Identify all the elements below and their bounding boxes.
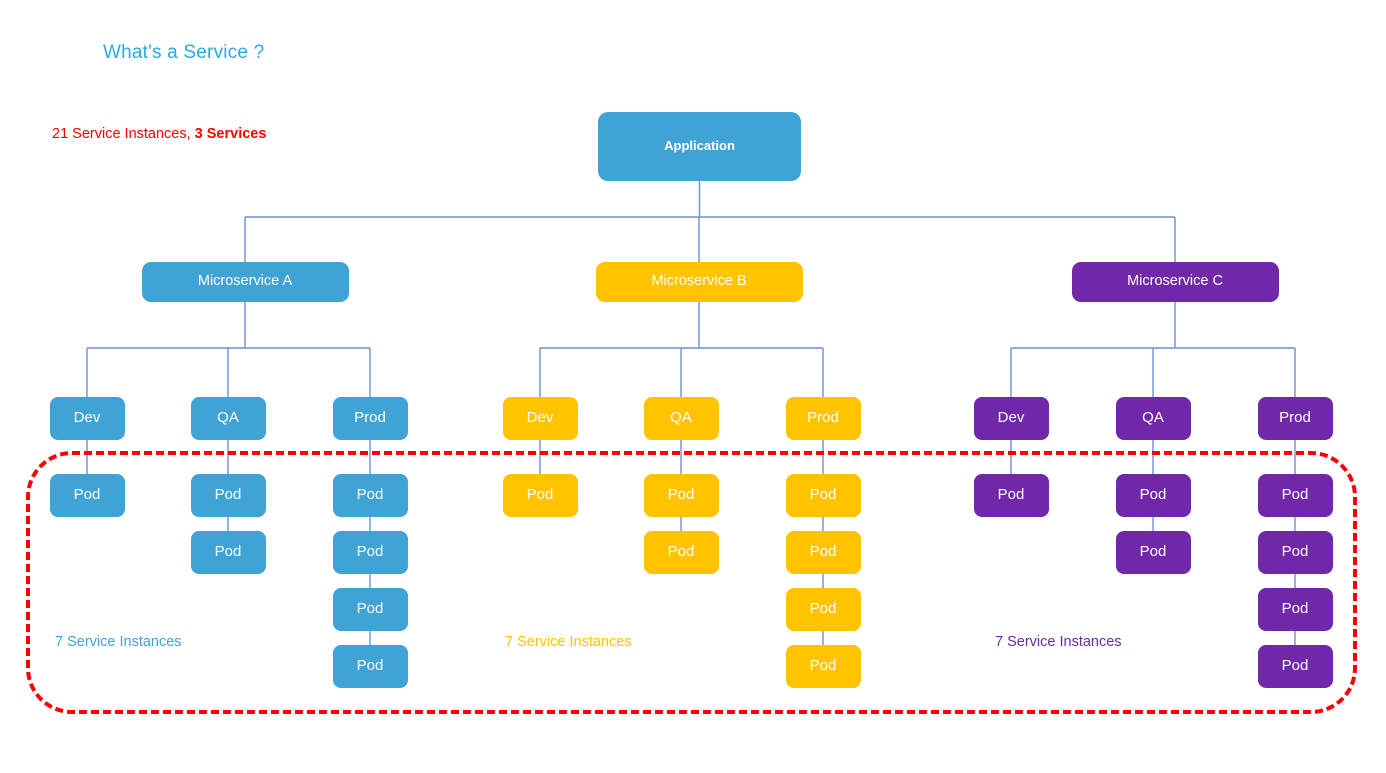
- environment-node-0-0[interactable]: Dev: [49, 397, 125, 440]
- microservice-node-0-label: Microservice A: [197, 273, 293, 290]
- environment-node-1-1[interactable]: QA: [643, 397, 719, 440]
- environment-node-1-2[interactable]: Prod: [785, 397, 861, 440]
- pod-node-0-0-0[interactable]: Pod: [49, 474, 125, 517]
- pod-node-1-2-3-label: Pod: [809, 657, 837, 675]
- pod-node-1-2-1-label: Pod: [809, 543, 837, 561]
- pod-node-2-2-1[interactable]: Pod: [1257, 531, 1333, 574]
- pod-node-1-2-0-label: Pod: [809, 486, 837, 504]
- pod-node-2-0-0-label: Pod: [997, 486, 1025, 504]
- page-title: What's a Service ?: [103, 42, 265, 63]
- pod-node-0-1-1-label: Pod: [214, 543, 242, 561]
- microservice-node-1-label: Microservice B: [651, 273, 747, 290]
- summary-strong: 3 Services: [194, 126, 267, 142]
- pod-node-1-2-0[interactable]: Pod: [785, 474, 861, 517]
- environment-node-0-1[interactable]: QA: [190, 397, 266, 440]
- pod-node-2-1-1[interactable]: Pod: [1115, 531, 1191, 574]
- pod-node-0-1-1[interactable]: Pod: [190, 531, 266, 574]
- environment-node-2-2-label: Prod: [1279, 409, 1311, 427]
- pod-node-2-2-0[interactable]: Pod: [1257, 474, 1333, 517]
- environment-node-0-1-label: QA: [217, 409, 239, 427]
- application-node[interactable]: Application: [598, 112, 801, 181]
- environment-node-0-0-label: Dev: [73, 409, 101, 427]
- pod-node-1-1-1[interactable]: Pod: [643, 531, 719, 574]
- pod-node-2-2-0-label: Pod: [1281, 486, 1309, 504]
- environment-node-1-1-label: QA: [670, 409, 692, 427]
- pod-node-0-0-0-label: Pod: [73, 486, 101, 504]
- pod-node-2-1-0-label: Pod: [1139, 486, 1167, 504]
- environment-node-0-2-label: Prod: [354, 409, 386, 427]
- pod-node-1-2-3[interactable]: Pod: [785, 645, 861, 688]
- pod-node-2-2-3-label: Pod: [1281, 657, 1309, 675]
- environment-node-2-0-label: Dev: [997, 409, 1025, 427]
- instances-label-1: 7 Service Instances: [505, 634, 632, 650]
- pod-node-0-2-2-label: Pod: [356, 600, 384, 618]
- environment-node-2-1[interactable]: QA: [1115, 397, 1191, 440]
- pod-node-0-2-0-label: Pod: [356, 486, 384, 504]
- pod-node-0-1-0[interactable]: Pod: [190, 474, 266, 517]
- environment-node-1-0-label: Dev: [526, 409, 554, 427]
- environment-node-0-2[interactable]: Prod: [332, 397, 408, 440]
- pod-node-0-1-0-label: Pod: [214, 486, 242, 504]
- pod-node-0-2-1[interactable]: Pod: [332, 531, 408, 574]
- microservice-node-1[interactable]: Microservice B: [595, 262, 803, 302]
- pod-node-1-0-0-label: Pod: [526, 486, 554, 504]
- instances-label-2: 7 Service Instances: [995, 634, 1122, 650]
- pod-node-0-2-2[interactable]: Pod: [332, 588, 408, 631]
- pod-node-1-0-0[interactable]: Pod: [502, 474, 578, 517]
- pod-node-0-2-3[interactable]: Pod: [332, 645, 408, 688]
- pod-node-0-2-3-label: Pod: [356, 657, 384, 675]
- microservice-node-2[interactable]: Microservice C: [1071, 262, 1279, 302]
- pod-node-2-2-2-label: Pod: [1281, 600, 1309, 618]
- environment-node-2-1-label: QA: [1142, 409, 1164, 427]
- pod-node-1-1-1-label: Pod: [667, 543, 695, 561]
- pod-node-2-2-1-label: Pod: [1281, 543, 1309, 561]
- pod-node-1-1-0-label: Pod: [667, 486, 695, 504]
- pod-node-2-2-3[interactable]: Pod: [1257, 645, 1333, 688]
- environment-node-1-2-label: Prod: [807, 409, 839, 427]
- microservice-node-2-label: Microservice C: [1127, 273, 1223, 290]
- pod-node-2-1-1-label: Pod: [1139, 543, 1167, 561]
- pod-node-2-2-2[interactable]: Pod: [1257, 588, 1333, 631]
- environment-node-2-2[interactable]: Prod: [1257, 397, 1333, 440]
- environment-node-1-0[interactable]: Dev: [502, 397, 578, 440]
- instances-label-0: 7 Service Instances: [55, 634, 182, 650]
- summary-text: 21 Service Instances, 3 Services: [52, 126, 266, 142]
- pod-node-2-1-0[interactable]: Pod: [1115, 474, 1191, 517]
- pod-node-2-0-0[interactable]: Pod: [973, 474, 1049, 517]
- pod-node-0-2-1-label: Pod: [356, 543, 384, 561]
- pod-node-1-2-2-label: Pod: [809, 600, 837, 618]
- application-node-label: Application: [664, 138, 735, 154]
- pod-node-1-1-0[interactable]: Pod: [643, 474, 719, 517]
- pod-node-1-2-2[interactable]: Pod: [785, 588, 861, 631]
- environment-node-2-0[interactable]: Dev: [973, 397, 1049, 440]
- microservice-node-0[interactable]: Microservice A: [141, 262, 349, 302]
- pod-node-1-2-1[interactable]: Pod: [785, 531, 861, 574]
- summary-prefix: 21 Service Instances,: [52, 126, 195, 142]
- pod-node-0-2-0[interactable]: Pod: [332, 474, 408, 517]
